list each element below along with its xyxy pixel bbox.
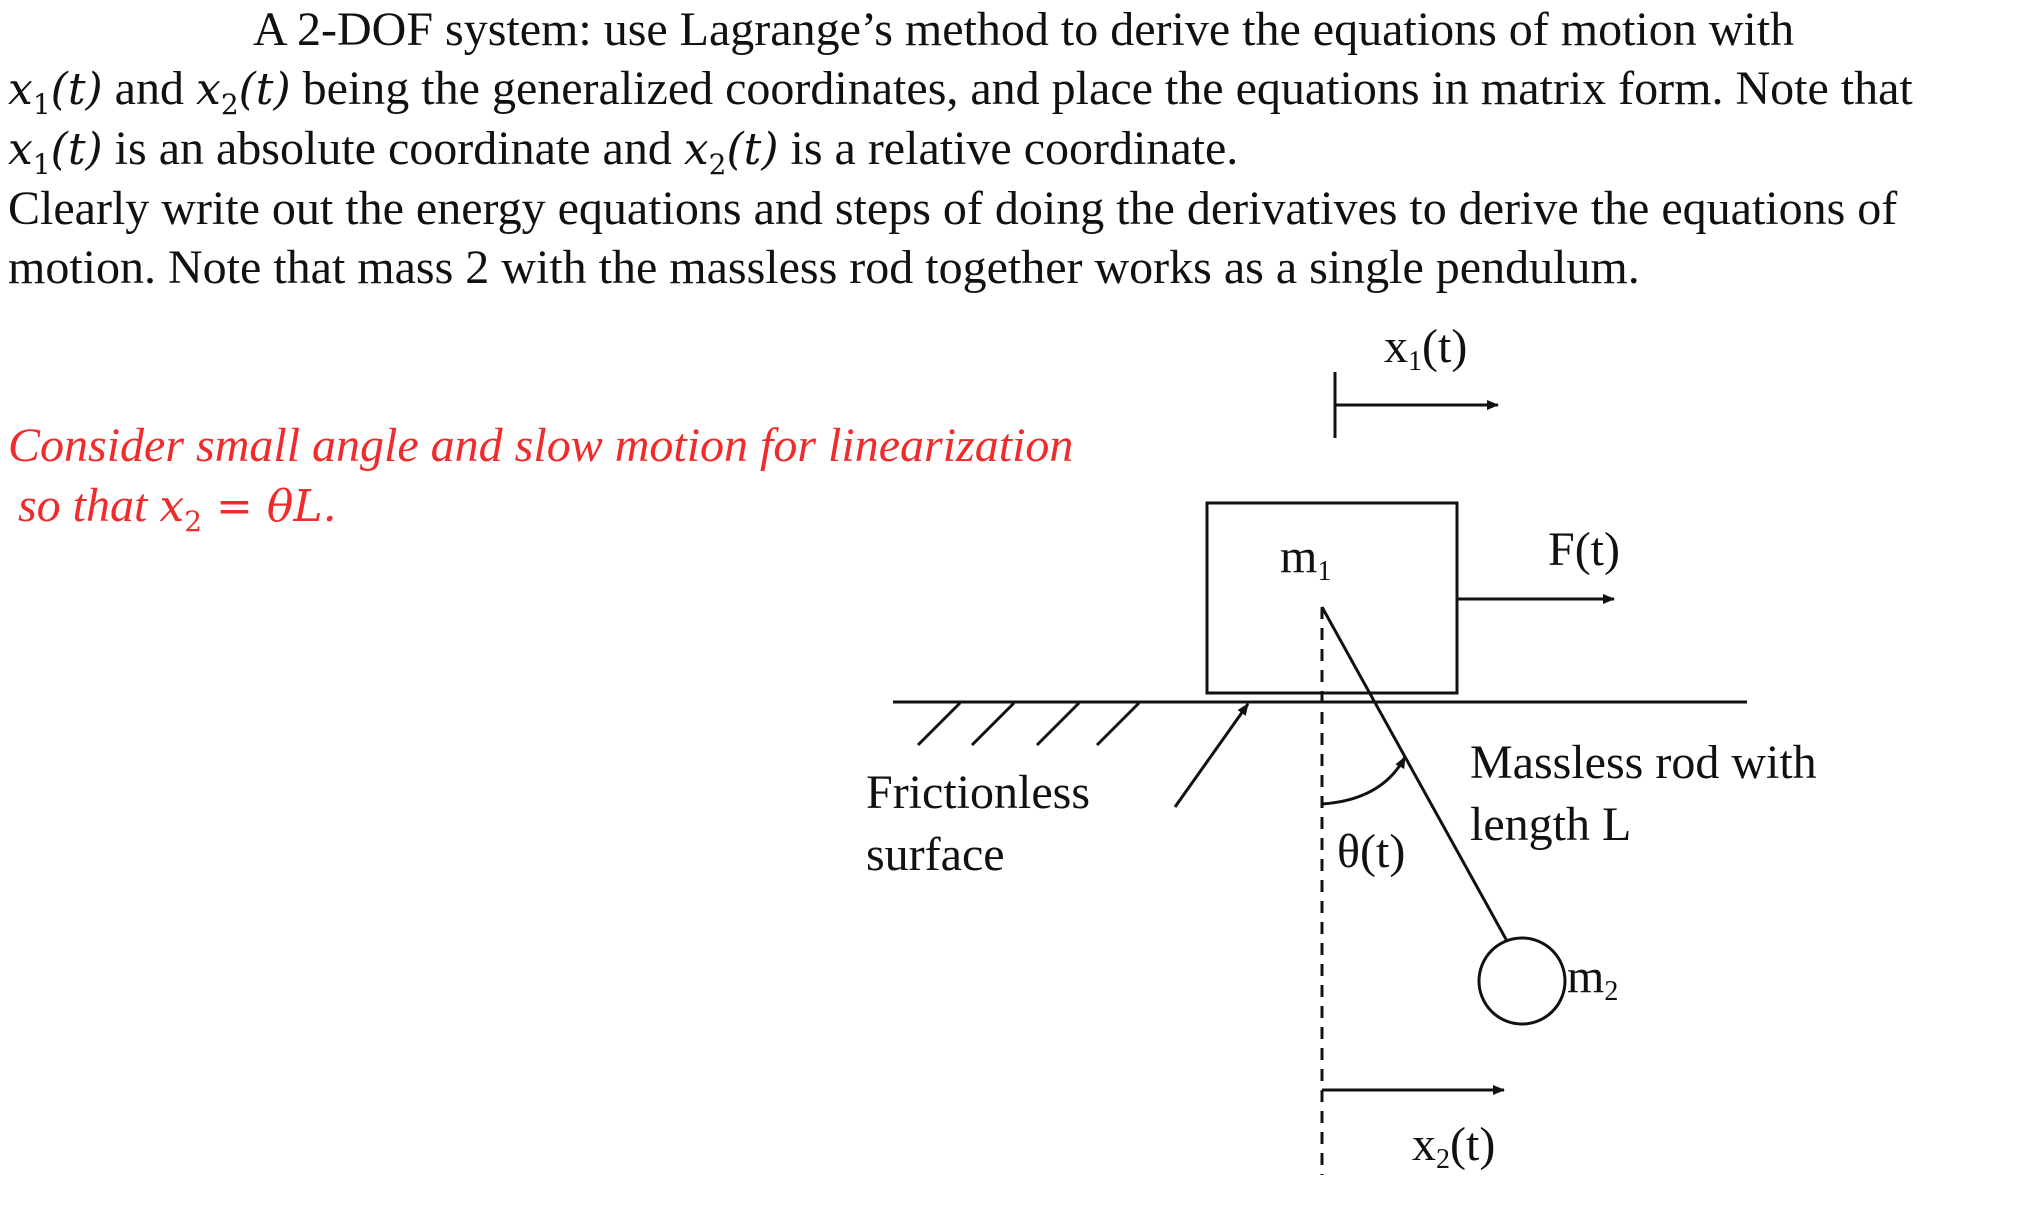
x2-label: x2(t) xyxy=(1412,1118,1495,1175)
rod-label-line-1: Massless rod with xyxy=(1470,736,1817,789)
force-label: F(t) xyxy=(1548,523,1620,576)
problem-text-relative: is a relative coordinate. xyxy=(778,122,1239,175)
problem-paragraph-2: Clearly write out the energy equations a… xyxy=(8,182,1898,294)
problem-text-and: and xyxy=(102,62,196,115)
theta-arc xyxy=(1321,756,1407,806)
mass-1-rectangle xyxy=(1205,501,1459,695)
ground-surface xyxy=(893,700,1747,747)
note-line-1: Consider small angle and slow motion for… xyxy=(8,419,1074,472)
problem-paragraph-1: A 2-DOF system: use Lagrange’s method to… xyxy=(8,0,2013,179)
mass-2-bob xyxy=(1477,936,1567,1026)
x1-symbol-second: x1(t) xyxy=(8,124,103,181)
x1-label: x1(t) xyxy=(1384,320,1467,377)
problem-text-absolute: is an absolute coordinate and xyxy=(102,122,684,175)
hatch-mark xyxy=(970,701,1016,747)
x2-symbol-second: x2(t) xyxy=(683,124,779,181)
problem-statement: A 2-DOF system: use Lagrange’s method to… xyxy=(8,0,2013,297)
mass-1-block: m1 xyxy=(1205,501,1459,695)
note-equation: x2 = θL. xyxy=(159,481,337,538)
hatch-mark xyxy=(1095,701,1141,747)
surface-label-line-1: Frictionless xyxy=(866,766,1090,819)
m1-label: m1 xyxy=(1280,530,1331,587)
massless-rod xyxy=(1320,606,1509,942)
theta-label: θ(t) xyxy=(1337,825,1405,878)
theta-angle-indicator: θ(t) xyxy=(1321,756,1407,878)
force-indicator: F(t) xyxy=(1457,523,1620,604)
x1-symbol: x1(t) xyxy=(8,64,103,121)
problem-intro: A 2-DOF system: use Lagrange’s method to… xyxy=(253,3,1795,56)
problem-text-being: being the generalized coordinates, and p… xyxy=(290,62,1913,115)
surface-label-line-2: surface xyxy=(866,828,1005,881)
m2-label: m2 xyxy=(1567,950,1618,1007)
hatch-mark xyxy=(916,701,962,747)
x2-symbol: x2(t) xyxy=(195,64,291,121)
surface-pointer-arrow xyxy=(1173,703,1250,808)
linearization-note: Consider small angle and slow motion for… xyxy=(8,416,1208,537)
frictionless-surface-callout: Frictionless surface xyxy=(866,703,1250,881)
rod-label: Massless rod with length L xyxy=(1470,736,1817,851)
x1-coordinate-indicator: x1(t) xyxy=(1333,320,1499,438)
x2-coordinate-indicator: x2(t) xyxy=(1322,1085,1505,1175)
hatch-mark xyxy=(1035,701,1081,747)
note-line-2: so that x2 = θL. xyxy=(18,479,337,538)
rod-label-line-2: length L xyxy=(1470,798,1631,851)
pendulum: m2 xyxy=(1320,606,1618,1026)
